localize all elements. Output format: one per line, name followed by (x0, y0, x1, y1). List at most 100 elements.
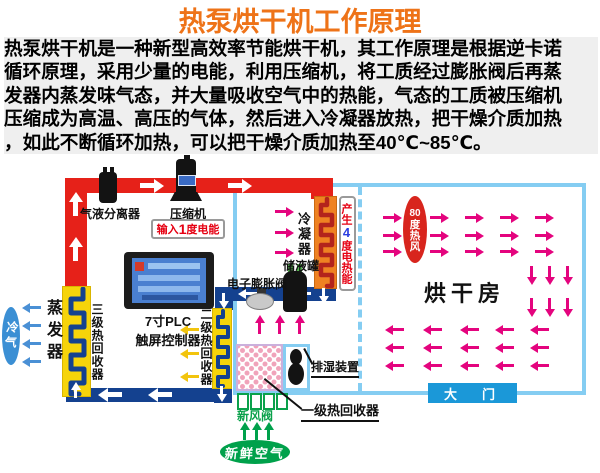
return-air-arrow-icon (460, 342, 479, 353)
separator-cap-icon (103, 167, 107, 173)
hot-air-bubble: 80 度热风 (403, 196, 427, 263)
dehumidifier-fan-icon (288, 363, 304, 385)
return-air-arrow-icon (530, 360, 549, 371)
page-title: 热泵烘干机工作原理 (178, 7, 422, 37)
hot-gas-pipe-left (65, 178, 87, 288)
intro-paragraph: 热泵烘干机是一种新型高效率节能烘干机，其工作原理是根据逆卡诺 循环原理，采用少量… (4, 37, 598, 155)
return-air-arrow-icon (530, 324, 549, 335)
plc-label-line2: 触屏控制器 (135, 333, 201, 348)
room-divider-dashed-wall (358, 187, 362, 391)
separator-label: 气液分离器 (80, 207, 141, 221)
drying-room-label: 烘干房 (424, 281, 506, 306)
input-energy-number: 1 (178, 221, 187, 237)
condenser-label: 冷凝器 (296, 212, 311, 257)
hot-air-arrow-icon (383, 246, 402, 257)
receiver-tank-icon (283, 271, 307, 312)
hot-air-degrees: 80 (409, 207, 421, 219)
hot-air-arrow-icon (500, 230, 519, 241)
recovery3-label: 三级热回收器 (90, 303, 104, 381)
flow-arrow-icon (68, 192, 83, 216)
cold-air-bubble: 冷气 (2, 307, 20, 365)
intro-line: 发器内蒸发味气态，并大量吸收空气中的热能，气态的工质被压缩机 (4, 84, 562, 106)
recovery1-label: 一级热回收器 (301, 400, 380, 422)
compressor-label-band (178, 175, 196, 186)
return-air-arrow-icon (423, 324, 442, 335)
heat-output-suffix: 度电热能 (340, 240, 352, 284)
return-air-arrow-icon (495, 324, 514, 335)
flow-arrow-icon (140, 178, 164, 193)
return-air-arrow-icon (423, 360, 442, 371)
cold-air-arrow-icon (22, 338, 41, 349)
fresh-air-bubble: 新鲜空气 (220, 440, 290, 464)
recovery2-label: 二级热回收器 (199, 308, 213, 386)
flow-arrow-icon (68, 237, 83, 261)
cold-air-arrow-icon (22, 320, 41, 331)
hot-air-arrow-icon (535, 230, 554, 241)
hot-air-arrow-icon (544, 266, 555, 285)
hot-air-arrow-icon (500, 212, 519, 223)
hot-air-arrow-icon (500, 246, 519, 257)
recovered-air-arrow-icon (294, 315, 305, 334)
heat-output-prefix: 产生 (340, 203, 352, 225)
separator-cap-icon (110, 167, 114, 173)
return-air-arrow-icon (495, 360, 514, 371)
first-stage-heat-recovery-panel (236, 344, 283, 391)
recovered-air-arrow-icon (254, 315, 265, 334)
hot-air-arrow-icon (430, 246, 449, 257)
compressor-label: 压缩机 (170, 207, 207, 221)
flow-arrow-icon (318, 288, 329, 304)
flow-arrow-icon (228, 178, 252, 193)
gas-liquid-separator-icon (99, 172, 117, 203)
condenser-coil (314, 196, 337, 289)
expansion-valve-cap-icon (257, 288, 266, 295)
flow-arrow-icon (218, 293, 229, 309)
hot-air-arrow-icon (430, 230, 449, 241)
fresh-air-arrow-icon (251, 422, 262, 440)
cold-air-arrow-icon (22, 356, 41, 367)
hot-air-arrow-icon (465, 212, 484, 223)
fresh-air-valve-icon (237, 393, 288, 410)
intro-line: 热泵烘干机是一种新型高效率节能烘干机，其工作原理是根据逆卡诺 (4, 38, 562, 59)
intro-line: ，如此不断循环加热，可以把干燥介质加热至40℃~85℃。 (4, 131, 492, 153)
return-air-arrow-icon (385, 360, 404, 371)
fresh-air-arrow-icon (239, 422, 250, 440)
condenser-air-arrow-icon (275, 206, 294, 217)
fresh-air-label: 新鲜空气 (224, 445, 286, 461)
hot-gas-pipe-elbow (311, 178, 333, 199)
evaporator-coil (62, 286, 91, 397)
input-energy-suffix: 度电能 (186, 224, 220, 236)
hot-air-arrow-icon (535, 212, 554, 223)
return-air-arrow-icon (495, 342, 514, 353)
hot-air-arrow-icon (535, 246, 554, 257)
evaporator-label: 蒸发器 (44, 299, 61, 365)
hot-air-arrow-icon (465, 230, 484, 241)
fresh-air-valve-label: 新风阀 (237, 409, 274, 423)
hot-air-text: 度热风 (408, 218, 421, 252)
hot-gas-pipe-top (65, 178, 333, 193)
plc-label: 7寸PLC 触屏控制器 (118, 311, 218, 349)
tank-label: 储液罐 (283, 259, 320, 273)
hot-air-arrow-icon (465, 246, 484, 257)
flow-arrow-icon (70, 382, 81, 398)
return-air-arrow-icon (530, 342, 549, 353)
second-stage-recovery-coil (212, 308, 232, 389)
hot-air-arrow-icon (544, 298, 555, 317)
tank-cap-icon (297, 264, 302, 273)
dehumidifier-fan-icon (290, 349, 302, 365)
plc-screen (132, 258, 206, 303)
recovered-air-arrow-icon (274, 315, 285, 334)
hot-air-arrow-icon (526, 298, 537, 317)
recovery-air-arrow-icon (180, 371, 199, 382)
plc-label-line1: 7寸PLC (144, 314, 192, 329)
flow-arrow-icon (148, 387, 172, 402)
heat-output-badge: 产生4度电热能 (339, 196, 356, 291)
flow-arrow-icon (216, 386, 227, 402)
compressor-cap-icon (184, 155, 190, 160)
recovery-air-arrow-icon (180, 348, 199, 359)
flow-arrow-icon (98, 387, 122, 402)
hot-air-arrow-icon (383, 230, 402, 241)
cold-air-label: 冷气 (1, 321, 20, 351)
hot-air-arrow-icon (430, 212, 449, 223)
door-label: 大 门 (443, 386, 501, 402)
